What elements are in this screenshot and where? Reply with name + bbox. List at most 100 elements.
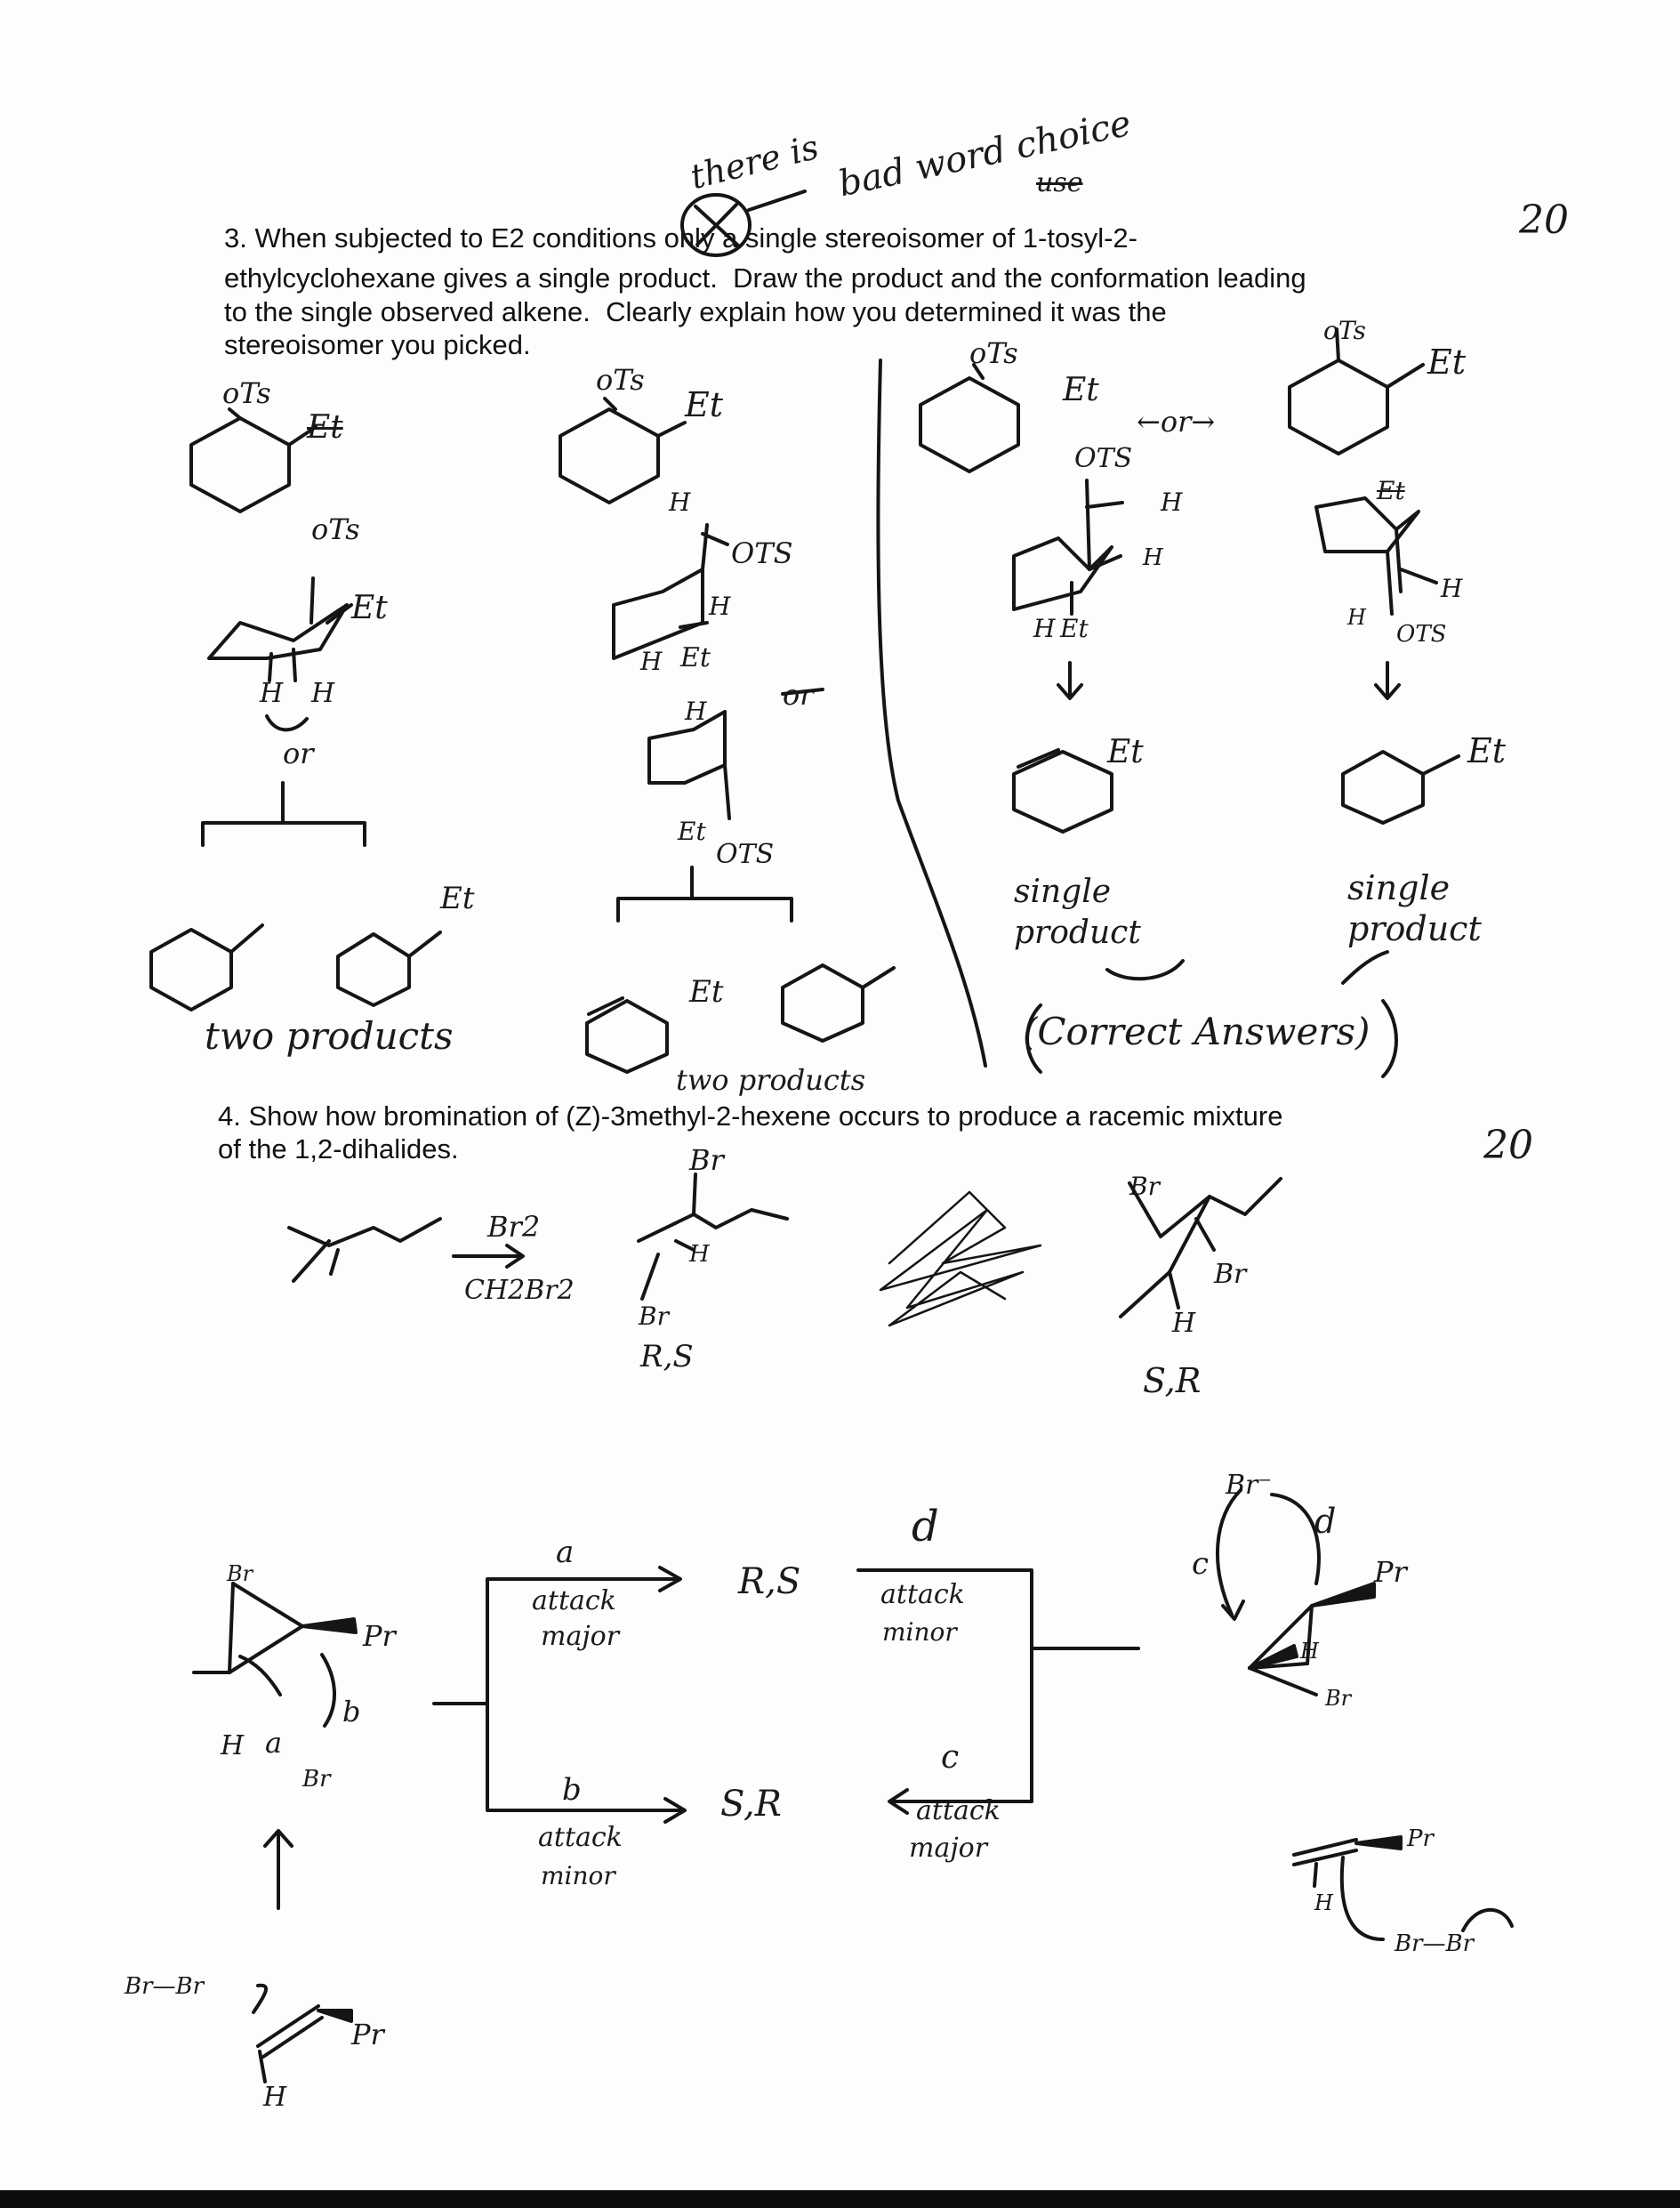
question-4-line-2: of the 1,2-dihalides. [218, 1133, 459, 1164]
ots-label-8: oTs [1323, 316, 1366, 345]
chair-conformation-1 [207, 603, 349, 660]
cyclohexane-1 [189, 416, 291, 513]
br-label-5: Br [227, 1561, 253, 1586]
h-label-8: H [1143, 544, 1163, 571]
h-label-4: H [709, 592, 731, 621]
single-product-label-2: single product [1347, 868, 1482, 948]
h-label-14: H [221, 1730, 245, 1761]
alkene-product-2 [336, 932, 411, 1007]
et-label-9: Et [1060, 614, 1089, 643]
h-label-9: H [1033, 614, 1056, 643]
bracket-2 [616, 897, 793, 923]
path-b-minor: minor [541, 1861, 615, 1890]
et-label-12: Et [1377, 476, 1405, 505]
pr-label-1: Pr [363, 1619, 396, 1653]
scribbled-out-structure [879, 1190, 1042, 1327]
question-3-score: 20 [1519, 197, 1569, 243]
or-arrows-label: ←or→ [1137, 405, 1216, 439]
alkene-product-5 [1012, 750, 1113, 834]
path-a-major: major [541, 1621, 620, 1652]
et-label-7: Et [689, 974, 724, 1010]
br-label-7: Br [1325, 1686, 1352, 1711]
h-label-13: H [1172, 1308, 1196, 1339]
h-label-2: H [311, 678, 335, 709]
path-a-label: a [556, 1535, 575, 1570]
chair-conformation-5 [1314, 496, 1420, 553]
h-label-16: H [1314, 1890, 1333, 1915]
attack-c-label: c [1192, 1546, 1210, 1582]
cyclohexane-3 [919, 376, 1020, 473]
question-3-line-4: stereoisomer you picked. [224, 329, 531, 360]
et-label-2: Et [351, 590, 388, 626]
single-product-label-1: single product [1014, 874, 1141, 951]
path-d-minor: minor [882, 1617, 957, 1647]
et-label-13: Et [1467, 731, 1507, 770]
path-a-attack: attack [532, 1585, 616, 1616]
scan-bottom-edge [0, 2190, 1680, 2208]
question-3-line-1: 3. When subjected to E2 conditions only … [224, 222, 1137, 254]
correct-answers-paren-right [1381, 999, 1398, 1078]
ots-label-2: oTs [311, 512, 360, 546]
b-arrow-label: b [342, 1695, 361, 1729]
two-products-label-2: two products [676, 1063, 866, 1097]
divider-line [876, 359, 987, 1068]
ots-label-1: oTs [222, 376, 271, 410]
et-label-4: Et [685, 385, 724, 424]
cyclohexane-2 [559, 407, 660, 504]
et-label-11: Et [1427, 342, 1467, 382]
cyclohexane-4 [1288, 359, 1389, 455]
ots-label-4: OTS [731, 536, 793, 570]
path-d-label: d [912, 1502, 939, 1551]
or-label-1: or [283, 737, 314, 770]
alkene-3-methyl-2-hexene [287, 1217, 442, 1247]
path-c-label: c [941, 1739, 960, 1776]
ots-label-3: oTs [596, 363, 645, 397]
solvent-label: CH2Br2 [464, 1275, 575, 1306]
h-label-11: H [1347, 605, 1366, 630]
bromonium-ring-left [228, 1582, 235, 1674]
ots-label-5: OTS [716, 839, 775, 870]
pr-label-2: Pr [1374, 1555, 1407, 1589]
branch-bracket-right [856, 1568, 1033, 1650]
h-label-6: H [685, 697, 707, 726]
a-arrow-label: a [265, 1726, 283, 1760]
dibromide-product-1 [637, 1208, 789, 1243]
br-br-label-2: Br—Br [125, 1973, 205, 2000]
h-label-12: H [689, 1241, 710, 1268]
alkene-product-1 [149, 928, 233, 1011]
br2-reagent-label: Br2 [487, 1210, 541, 1244]
grader-note-use: use [1036, 167, 1083, 198]
path-b-attack: attack [538, 1822, 623, 1853]
h-label-10: H [1441, 574, 1463, 603]
path-b-label: b [562, 1772, 582, 1808]
bromonium-ring-right [1248, 1604, 1314, 1670]
h-label-1: H [260, 678, 284, 709]
bracket-1 [201, 821, 366, 847]
alkene-product-6 [1341, 750, 1425, 825]
alkene-product-3 [585, 999, 669, 1074]
et-label-8: Et [1063, 372, 1099, 408]
br-br-label-1: Br—Br [1395, 1930, 1475, 1957]
circled-x-mark [680, 193, 752, 257]
sr-label-1: S,R [1143, 1361, 1202, 1400]
question-4-line-1: 4. Show how bromination of (Z)-3methyl-2… [218, 1100, 1283, 1132]
path-d-attack: attack [880, 1579, 965, 1610]
branch-bracket-left [486, 1577, 678, 1705]
br-label-6: Br [302, 1766, 331, 1793]
h-label-17: H [263, 2082, 287, 2113]
question-4-score: 20 [1483, 1123, 1533, 1168]
chair-conformation-2 [612, 568, 704, 660]
rs-label-1: R,S [640, 1339, 694, 1374]
ots-label-9: OTS [1396, 621, 1447, 648]
two-products-label-1: two products [205, 1014, 454, 1058]
correct-answers-paren-left [1025, 1003, 1042, 1074]
br-label-3: Br [1129, 1172, 1160, 1201]
attack-d-label: d [1314, 1502, 1337, 1541]
et-label-3: Et [440, 881, 475, 916]
ots-label-6: oTs [969, 336, 1018, 370]
question-3-line-3: to the single observed alkene. Clearly e… [224, 296, 1167, 327]
path-c-major: major [909, 1833, 988, 1864]
h-label-5: H [640, 647, 663, 676]
